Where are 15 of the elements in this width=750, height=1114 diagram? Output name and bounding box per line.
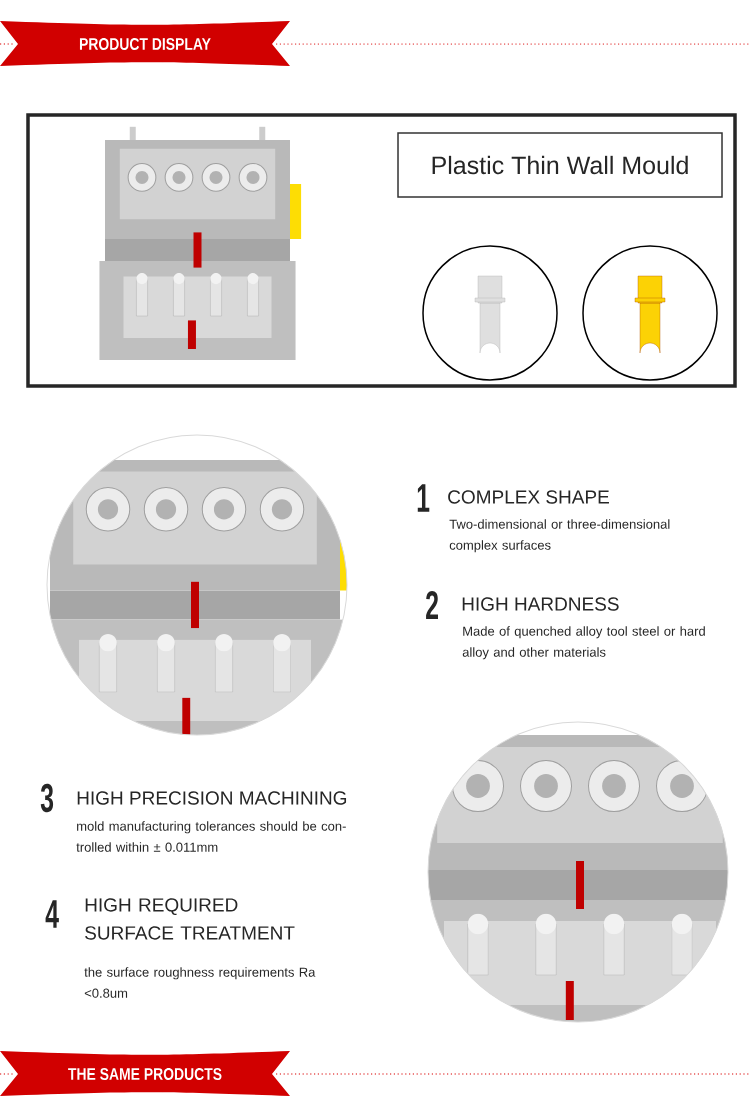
feature-heading: COMPLEX SHAPE xyxy=(448,490,609,504)
feature-heading: HIGH REQUIRED SURFACE TREATMENT xyxy=(85,898,295,940)
feature-description: Two-dimensional or three-dimensional complex surfaces xyxy=(449,519,670,553)
feature-description: the surface roughness requirements Ra <0.8um xyxy=(84,967,316,998)
item-number: 2 xyxy=(426,591,438,619)
ribbon-banner: THE SAME PRODUCTS xyxy=(0,1051,290,1096)
feature-description: Made of quenched alloy tool steel or hard alloy and other materials xyxy=(462,626,705,660)
feature-heading: HIGH HARDNESS xyxy=(462,597,619,611)
item-number: 1 xyxy=(417,484,430,512)
item-number: 3 xyxy=(40,783,54,813)
feature-description: mold manufacturing tolerances should be con-trolled within ± 0.011mm xyxy=(76,821,346,852)
item-number: 4 xyxy=(45,900,59,928)
ribbon-banner: PRODUCT DISPLAY xyxy=(0,21,290,66)
title-box: Plastic Thin Wall Mould xyxy=(397,132,723,198)
feature-heading: HIGH PRECISION MACHINING xyxy=(77,791,347,805)
